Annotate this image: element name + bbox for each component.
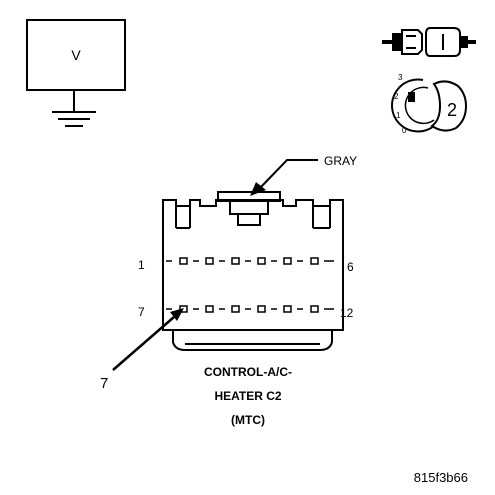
ignition-key-icon: 3 2 1 0 2 [390,73,468,135]
pin-dashes [166,260,334,310]
pin-6 [310,257,319,265]
pin-label-1: 1 [138,258,145,272]
ground-icon [52,90,96,127]
callout-pin-label: 7 [100,375,108,392]
connector-body [162,191,344,351]
pin-8 [205,305,214,313]
wire-color-label: GRAY [324,154,357,168]
pin-1 [179,257,188,265]
pin-7-callout: 7 [100,308,184,392]
ignition-step: 2 [447,100,457,120]
pin-label-12: 12 [340,306,354,320]
connector-name-line1: CONTROL-A/C- [204,365,292,379]
pin-4 [257,257,266,265]
wire-color-callout: GRAY [250,154,357,196]
pin-2 [205,257,214,265]
pin-9 [231,305,240,313]
pin-5 [283,257,292,265]
pin-cavities [179,257,319,313]
connector-name-line3: (MTC) [231,413,265,427]
pin-12 [310,305,319,313]
pin-10 [257,305,266,313]
connector-disconnect-icon [382,27,476,57]
pin-label-6: 6 [347,260,354,274]
voltmeter-icon: V [26,19,126,91]
pin-11 [283,305,292,313]
meter-label: V [71,47,81,63]
pin-7 [179,305,188,313]
ignition-pos-3: 3 [398,73,403,82]
connector-name-line2: HEATER C2 [214,389,281,403]
ignition-pos-2: 2 [394,92,399,101]
pin-label-7: 7 [138,305,145,319]
ignition-pos-0: 0 [402,126,407,135]
pin-3 [231,257,240,265]
ignition-pos-1: 1 [396,111,401,120]
figure-id: 815f3b66 [414,470,468,485]
